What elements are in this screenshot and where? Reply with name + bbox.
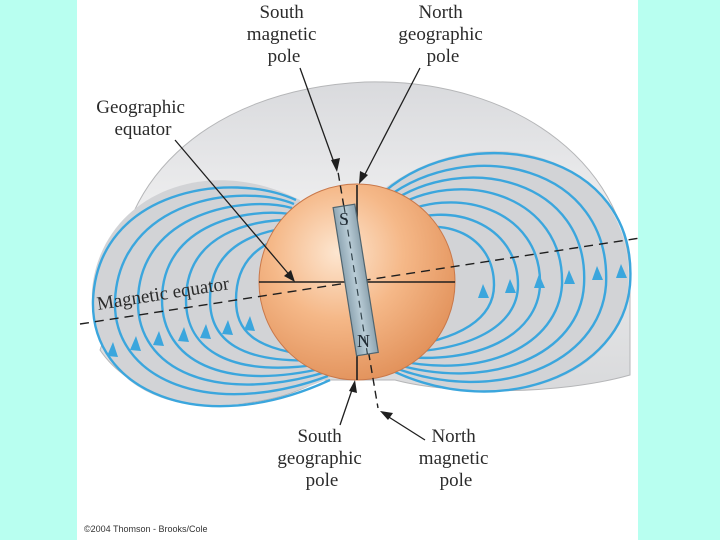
pointer-north-magnetic — [383, 413, 426, 441]
label-south-magnetic-pole-line1: South — [259, 2, 304, 23]
label-north-magnetic-pole: North magnetic pole — [419, 426, 493, 491]
label-south-geographic-pole: South geographic pole — [277, 426, 366, 491]
magnetic-axis — [335, 159, 379, 409]
pointer-geographic-equator-head — [284, 270, 295, 282]
arrow-right-3 — [564, 270, 575, 284]
arrow-left-5 — [200, 324, 211, 339]
field-line-right-4 — [389, 188, 564, 367]
field-lines-left — [91, 186, 331, 408]
label-south-geographic-pole-line3: pole — [306, 470, 339, 491]
label-north-geographic-pole-line2: geographic — [398, 24, 482, 45]
label-south-magnetic-pole-line3: pole — [268, 46, 301, 67]
arrow-left-3 — [153, 331, 164, 346]
label-north-magnetic-pole-line2: magnetic — [419, 448, 489, 469]
bar-magnet — [332, 203, 379, 357]
label-north-geographic-pole-line3: pole — [427, 46, 460, 67]
arrow-right-6 — [478, 284, 489, 298]
magnet-south-letter: S — [339, 209, 349, 229]
label-north-geographic-pole: North geographic pole — [398, 2, 487, 67]
arrow-left-4 — [178, 327, 189, 342]
label-south-geographic-pole-line1: South — [297, 426, 342, 447]
arrow-left-1 — [107, 342, 118, 357]
pointer-south-geographic-head — [349, 380, 357, 393]
pointer-south-magnetic-head — [331, 158, 340, 172]
arrow-right-4 — [534, 274, 545, 288]
label-geographic-equator: Geographic equator — [96, 97, 189, 140]
arrow-right-1 — [616, 264, 627, 278]
magnetic-equator-line — [79, 237, 641, 325]
arrow-left-6 — [222, 320, 233, 335]
field-line-left-2 — [113, 194, 329, 396]
label-geographic-equator-line2: equator — [115, 119, 173, 140]
label-south-magnetic-pole-line2: magnetic — [247, 24, 317, 45]
arrow-left-7 — [244, 316, 255, 331]
pointer-south-magnetic — [299, 67, 337, 169]
field-line-left-1 — [91, 186, 331, 408]
field-arrows-right — [478, 264, 627, 298]
field-line-right-1 — [383, 152, 632, 393]
label-north-magnetic-pole-line3: pole — [440, 470, 473, 491]
right-field-region — [385, 150, 629, 392]
label-geographic-equator-line1: Geographic — [96, 97, 185, 118]
copyright-notice: ©2004 Thomson - Brooks/Cole — [84, 524, 208, 534]
field-lines-right — [383, 152, 632, 393]
label-pointers — [174, 67, 426, 441]
label-north-geographic-pole-line1: North — [418, 2, 463, 23]
field-line-right-3 — [387, 176, 586, 375]
label-south-geographic-pole-line2: geographic — [277, 448, 361, 469]
arrow-right-5 — [505, 279, 516, 293]
arrow-left-2 — [130, 336, 141, 351]
field-line-right-6 — [393, 213, 520, 354]
label-south-magnetic-pole: South magnetic pole — [247, 2, 321, 67]
field-line-left-5 — [184, 218, 323, 369]
field-line-left-3 — [136, 202, 327, 386]
label-north-magnetic-pole-line1: North — [431, 426, 476, 447]
bar-magnet-axis — [343, 205, 369, 355]
pointer-north-geographic-head — [359, 171, 368, 184]
pointer-north-magnetic-head — [380, 411, 393, 420]
pointer-geographic-equator — [174, 139, 293, 279]
field-arrows-left — [107, 316, 255, 357]
field-line-left-4 — [160, 211, 325, 378]
arrow-right-2 — [592, 266, 603, 280]
field-line-right-2 — [385, 164, 608, 384]
pointer-north-geographic — [361, 67, 421, 181]
magnet-north-letter: N — [357, 331, 370, 351]
